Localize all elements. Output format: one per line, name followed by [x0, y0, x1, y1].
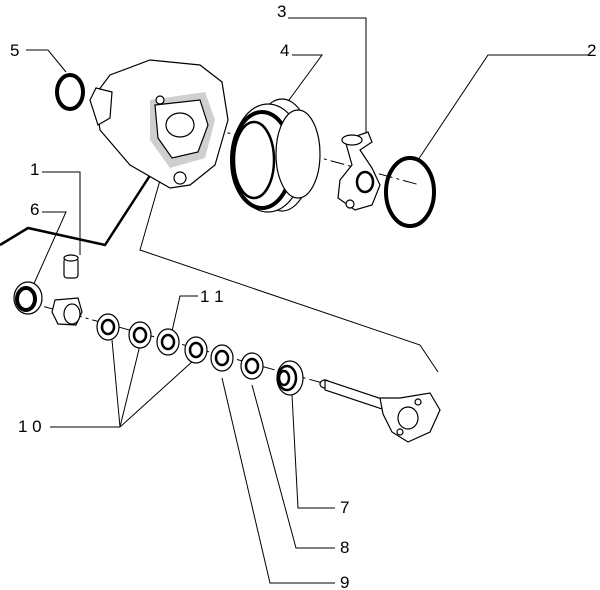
callout-9: 9	[340, 573, 349, 590]
leader-1	[42, 171, 81, 255]
leader-lines	[26, 17, 588, 584]
washer-set	[96, 313, 264, 380]
callout-3: 3	[277, 2, 286, 21]
callout-10: 1 0	[18, 417, 42, 436]
leader-4	[277, 54, 323, 116]
part-4-drum	[230, 98, 321, 213]
callout-7: 7	[340, 498, 349, 517]
output-shaft	[319, 379, 441, 443]
leader-10a	[111, 339, 121, 428]
callout-6: 6	[30, 200, 39, 219]
section-break-line	[0, 159, 162, 247]
leader-5	[26, 49, 67, 73]
part-1-pin	[63, 254, 79, 279]
part-7-bearing	[276, 360, 304, 396]
callout-1: 1	[30, 160, 39, 179]
leader-7	[291, 394, 335, 509]
part-5-o-ring	[55, 73, 85, 111]
leader-2	[417, 54, 588, 161]
callout-4: 4	[280, 41, 289, 60]
differential-housing	[89, 59, 229, 189]
leader-10b	[119, 344, 141, 428]
leader-9	[221, 377, 335, 584]
assembly-link-line	[139, 127, 439, 373]
callout-labels: 5 3 4 2 1 6 1 1 1 0 7 8 9	[10, 2, 596, 590]
callout-8: 8	[340, 538, 349, 557]
callout-2: 2	[587, 41, 596, 60]
leader-10c	[119, 359, 195, 428]
leader-3	[288, 17, 367, 138]
leader-6	[31, 211, 67, 289]
callout-11: 1 1	[200, 287, 224, 306]
leader-8	[251, 384, 335, 549]
part-2-large-o-ring	[384, 156, 436, 228]
callout-5: 5	[10, 41, 19, 60]
part-3-fork-lever	[337, 131, 381, 211]
leader-11	[169, 295, 198, 341]
bushing	[51, 297, 83, 326]
part-6-seal	[13, 281, 43, 315]
